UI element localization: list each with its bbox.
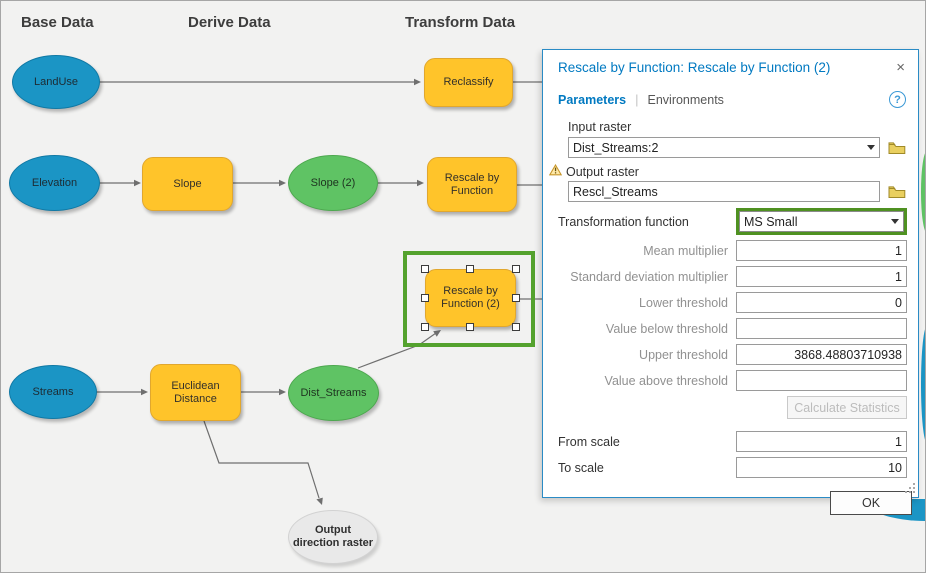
- transformation-function-value: MS Small: [744, 214, 798, 229]
- lower-threshold-input[interactable]: [736, 292, 907, 313]
- model-node-landuse[interactable]: LandUse: [12, 55, 100, 109]
- transformation-function-highlight: MS Small: [736, 208, 907, 235]
- value-above-threshold-label: Value above threshold: [604, 373, 728, 388]
- input-raster-label: Input raster: [568, 120, 632, 134]
- close-icon[interactable]: ×: [896, 59, 905, 76]
- model-node-slope2[interactable]: Slope (2): [288, 155, 378, 211]
- tab-parameters[interactable]: Parameters: [558, 92, 627, 107]
- model-node-rescale-by-function-2[interactable]: Rescale by Function (2): [425, 269, 516, 327]
- mean-multiplier-label: Mean multiplier: [643, 243, 728, 258]
- resize-grip[interactable]: [904, 483, 915, 494]
- std-dev-multiplier-input[interactable]: [736, 266, 907, 287]
- column-header-transform-data: Transform Data: [405, 14, 516, 31]
- arrowhead: [141, 388, 148, 396]
- model-node-streams[interactable]: Streams: [9, 365, 97, 419]
- value-below-threshold-label: Value below threshold: [605, 321, 728, 336]
- model-node-reclassify[interactable]: Reclassify: [424, 58, 513, 107]
- node-label: Rescale by Function (2): [441, 285, 500, 310]
- hidden-green-oval-edge: [921, 151, 925, 233]
- node-label: Dist_Streams: [300, 386, 367, 399]
- node-label: Slope: [173, 177, 202, 190]
- node-label: Euclidean Distance: [171, 379, 220, 405]
- chevron-down-icon: [891, 219, 899, 224]
- transformation-function-label: Transformation function: [558, 214, 689, 229]
- upper-threshold-label: Upper threshold: [639, 347, 728, 362]
- upper-threshold-input[interactable]: [736, 344, 907, 365]
- selection-handle[interactable]: [421, 294, 429, 302]
- selection-handle[interactable]: [466, 265, 474, 273]
- ok-button[interactable]: OK: [830, 491, 912, 515]
- arrowhead: [279, 179, 286, 187]
- node-label: Slope (2): [310, 176, 356, 189]
- model-node-dist-streams[interactable]: Dist_Streams: [288, 365, 379, 421]
- browse-folder-icon[interactable]: [888, 141, 906, 155]
- arrowhead: [279, 388, 286, 396]
- calculate-statistics-button[interactable]: Calculate Statistics: [787, 396, 907, 419]
- value-above-threshold-input[interactable]: [736, 370, 907, 391]
- to-scale-label: To scale: [558, 460, 604, 475]
- column-header-derive-data: Derive Data: [188, 14, 271, 31]
- selection-handle[interactable]: [512, 265, 520, 273]
- model-node-output-direction-raster[interactable]: Output direction raster: [288, 510, 378, 564]
- from-scale-input[interactable]: [736, 431, 907, 452]
- selection-handle[interactable]: [421, 323, 429, 331]
- arrowhead: [417, 179, 424, 187]
- model-node-euclidean-distance[interactable]: Euclidean Distance: [150, 364, 241, 421]
- node-label: Reclassify: [443, 76, 494, 88]
- output-raster-label: Output raster: [566, 164, 639, 179]
- node-label: Elevation: [31, 176, 78, 189]
- arrowhead: [433, 330, 441, 337]
- transformation-function-combobox[interactable]: MS Small: [739, 211, 904, 232]
- node-label: LandUse: [33, 75, 79, 88]
- rescale-by-function-dialog: Rescale by Function: Rescale by Function…: [542, 49, 919, 515]
- node-label: Output direction raster: [292, 524, 374, 549]
- value-below-threshold-input[interactable]: [736, 318, 907, 339]
- chevron-down-icon: [867, 145, 875, 150]
- tab-environments[interactable]: Environments: [647, 92, 724, 107]
- std-dev-multiplier-label: Standard deviation multiplier: [570, 269, 728, 284]
- to-scale-input[interactable]: [736, 457, 907, 478]
- node-label: Streams: [32, 385, 74, 398]
- from-scale-label: From scale: [558, 434, 620, 449]
- input-raster-combobox[interactable]: Dist_Streams:2: [568, 137, 880, 158]
- output-raster-input[interactable]: [568, 181, 880, 202]
- warning-triangle-icon: [548, 163, 563, 179]
- help-icon[interactable]: ?: [889, 91, 906, 108]
- model-node-elevation[interactable]: Elevation: [9, 155, 100, 211]
- arrowhead: [414, 78, 421, 86]
- arrowhead: [316, 497, 323, 505]
- arrowhead: [134, 179, 141, 187]
- selection-handle[interactable]: [512, 294, 520, 302]
- selection-handle[interactable]: [421, 265, 429, 273]
- selection-handle[interactable]: [466, 323, 474, 331]
- connector-euclidean-outputdirection: [203, 420, 320, 499]
- tab-separator: |: [635, 92, 639, 107]
- column-header-base-data: Base Data: [21, 14, 94, 31]
- hidden-blue-oval-edge: [921, 326, 925, 443]
- input-raster-value: Dist_Streams:2: [573, 140, 659, 155]
- model-node-rescale-by-function[interactable]: Rescale by Function: [427, 157, 517, 212]
- node-label: Rescale by Function: [444, 171, 500, 197]
- model-node-slope[interactable]: Slope: [142, 157, 233, 211]
- selection-box: [403, 251, 535, 347]
- selection-handle[interactable]: [512, 323, 520, 331]
- mean-multiplier-input[interactable]: [736, 240, 907, 261]
- browse-folder-icon[interactable]: [888, 185, 906, 199]
- dialog-title: Rescale by Function: Rescale by Function…: [558, 60, 831, 75]
- lower-threshold-label: Lower threshold: [639, 295, 728, 310]
